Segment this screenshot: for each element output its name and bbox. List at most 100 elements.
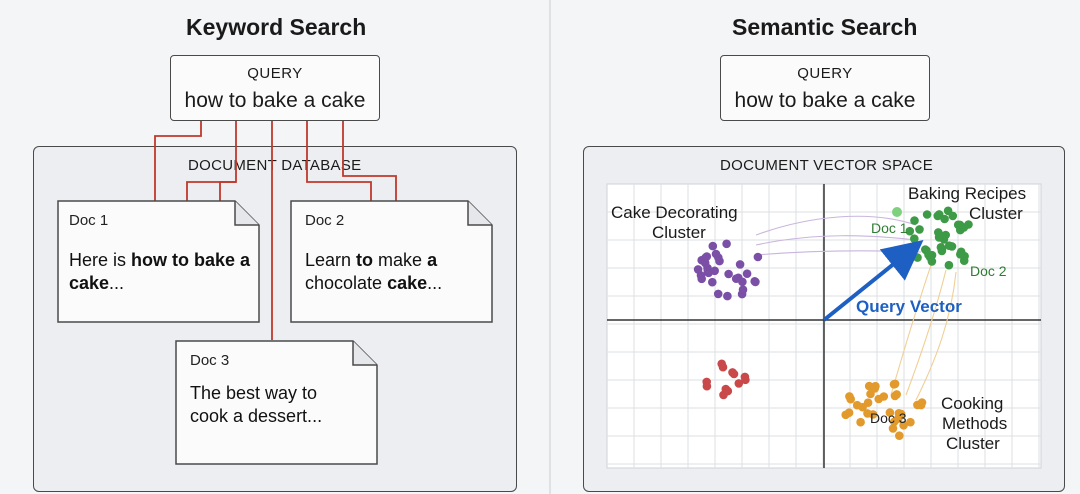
cake-decorating-point xyxy=(738,285,748,295)
matched-keyword: cake xyxy=(387,273,428,293)
cake-decorating-point xyxy=(708,277,717,287)
cake-decorating-point xyxy=(735,260,745,269)
cake-decorating-point xyxy=(751,277,760,287)
cooking-methods-point xyxy=(852,400,862,410)
cooking-methods-point xyxy=(895,431,904,441)
keyword-search-title: Keyword Search xyxy=(186,14,367,40)
doc-1-title: Doc 1 xyxy=(69,212,109,229)
doc-text-fragment: ... xyxy=(109,273,125,293)
doc-3-title: Doc 3 xyxy=(190,352,230,369)
doc-2-marker-label: Doc 2 xyxy=(970,263,1007,279)
matched-keyword: how to bake xyxy=(131,250,236,270)
matched-keyword: a xyxy=(427,250,438,270)
cooking-methods-point xyxy=(917,398,927,407)
similarity-link xyxy=(905,269,947,396)
cooking-methods-point xyxy=(888,424,898,433)
keyword-search-panel: Keyword Search QUERY how to bake a cake … xyxy=(33,14,517,492)
cooking-methods-point xyxy=(856,417,865,427)
cooking-methods-point xyxy=(846,394,855,404)
baking-recipes-point xyxy=(934,233,944,242)
baking-recipes-point xyxy=(956,250,965,259)
panel-divider xyxy=(549,0,551,494)
unlabeled-cluster-point xyxy=(721,384,731,394)
matched-keyword: to xyxy=(356,250,374,270)
baking-recipes-label-line1: Baking Recipes xyxy=(908,184,1026,203)
keyword-query-label: QUERY xyxy=(247,65,303,82)
unlabeled-cluster-point xyxy=(717,359,726,369)
cooking-methods-point xyxy=(844,408,854,418)
unlabeled-cluster-point xyxy=(702,381,712,391)
semantic-search-title: Semantic Search xyxy=(732,14,918,40)
doc-text-fragment: chocolate xyxy=(305,273,388,293)
cake-decorating-point xyxy=(723,291,732,301)
semantic-query-label: QUERY xyxy=(797,65,853,82)
cooking-methods-point xyxy=(889,417,899,427)
doc-3-text: The best way to cook a dessert... xyxy=(190,382,360,428)
doc-1-point xyxy=(892,207,902,217)
doc-text-fragment: ... xyxy=(427,273,443,293)
keyword-query-box: QUERY how to bake a cake xyxy=(170,55,380,121)
cooking-methods-point xyxy=(879,392,889,401)
baking-recipes-point xyxy=(922,210,932,219)
doc-1-text: Here is how to bake a cake... xyxy=(69,249,254,295)
cooking-methods-label-line3: Cluster xyxy=(946,434,1000,453)
cake-decorating-point xyxy=(722,239,731,249)
cooking-methods-label-line1: Cooking xyxy=(941,394,1003,413)
baking-recipes-point xyxy=(924,250,933,260)
baking-recipes-point xyxy=(927,257,937,266)
baking-recipes-point xyxy=(944,241,954,250)
cake-decorating-label-line2: Cluster xyxy=(652,223,706,242)
cake-decorating-label-line1: Cake Decorating xyxy=(611,203,738,222)
vector-space-plot: Query Vector Cake Decorating Cluster Bak… xyxy=(606,183,1042,469)
cake-decorating-point xyxy=(697,274,706,284)
doc-1-marker-label: Doc 1 xyxy=(871,220,908,236)
cake-decorating-point xyxy=(710,266,719,276)
cooking-methods-point xyxy=(871,381,880,391)
cooking-methods-point xyxy=(906,417,915,427)
similarity-link xyxy=(755,235,917,246)
cooking-methods-point xyxy=(896,409,906,419)
cake-decorating-point xyxy=(702,252,712,261)
doc-text-fragment: Learn xyxy=(305,250,357,270)
baking-recipes-point xyxy=(910,234,919,243)
cooking-methods-point xyxy=(889,380,899,389)
doc-3-card-shape xyxy=(175,340,378,465)
baking-recipes-point xyxy=(905,226,915,236)
baking-recipes-point xyxy=(940,214,949,224)
doc-2-text: Learn to make a chocolate cake... xyxy=(305,249,485,295)
cooking-methods-point xyxy=(892,390,901,399)
cooking-methods-point xyxy=(866,389,875,399)
doc-3-marker-label: Doc 3 xyxy=(870,410,907,426)
baking-recipes-point xyxy=(941,230,950,240)
semantic-query-box: QUERY how to bake a cake xyxy=(720,55,930,121)
query-vector-arrow xyxy=(822,239,924,322)
cake-decorating-point xyxy=(753,252,763,262)
doc-2-title: Doc 2 xyxy=(305,212,345,229)
doc-text-fragment: make xyxy=(373,250,428,270)
cake-decorating-point xyxy=(700,258,710,268)
unlabeled-cluster-point xyxy=(734,379,744,388)
baking-recipes-point xyxy=(913,253,922,262)
cake-decorating-point xyxy=(731,274,741,284)
query-vector-label: Query Vector xyxy=(856,297,962,316)
baking-recipes-point xyxy=(948,211,958,221)
similarity-link xyxy=(915,271,957,401)
doc-text-fragment: The best way to cook a dessert... xyxy=(190,383,323,426)
cooking-methods-point xyxy=(864,381,874,391)
baking-recipes-point xyxy=(937,246,947,256)
cake-decorating-point xyxy=(713,289,723,299)
keyword-query-text: how to bake a cake xyxy=(184,89,366,112)
doc-2-card-shape xyxy=(290,200,493,323)
document-database-label: DOCUMENT DATABASE xyxy=(188,157,362,174)
cake-decorating-point xyxy=(703,266,713,276)
unlabeled-cluster-point xyxy=(740,372,750,382)
baking-recipes-point xyxy=(953,220,963,230)
cooking-methods-point xyxy=(899,421,908,430)
doc-text-fragment: Here is xyxy=(69,250,132,270)
baking-recipes-label-line2: Cluster xyxy=(969,204,1023,223)
vector-space-label: DOCUMENT VECTOR SPACE xyxy=(720,157,933,174)
similarity-link xyxy=(755,215,917,236)
baking-recipes-point xyxy=(915,225,924,234)
cake-decorating-point xyxy=(742,269,752,279)
cooking-methods-point xyxy=(868,410,878,419)
